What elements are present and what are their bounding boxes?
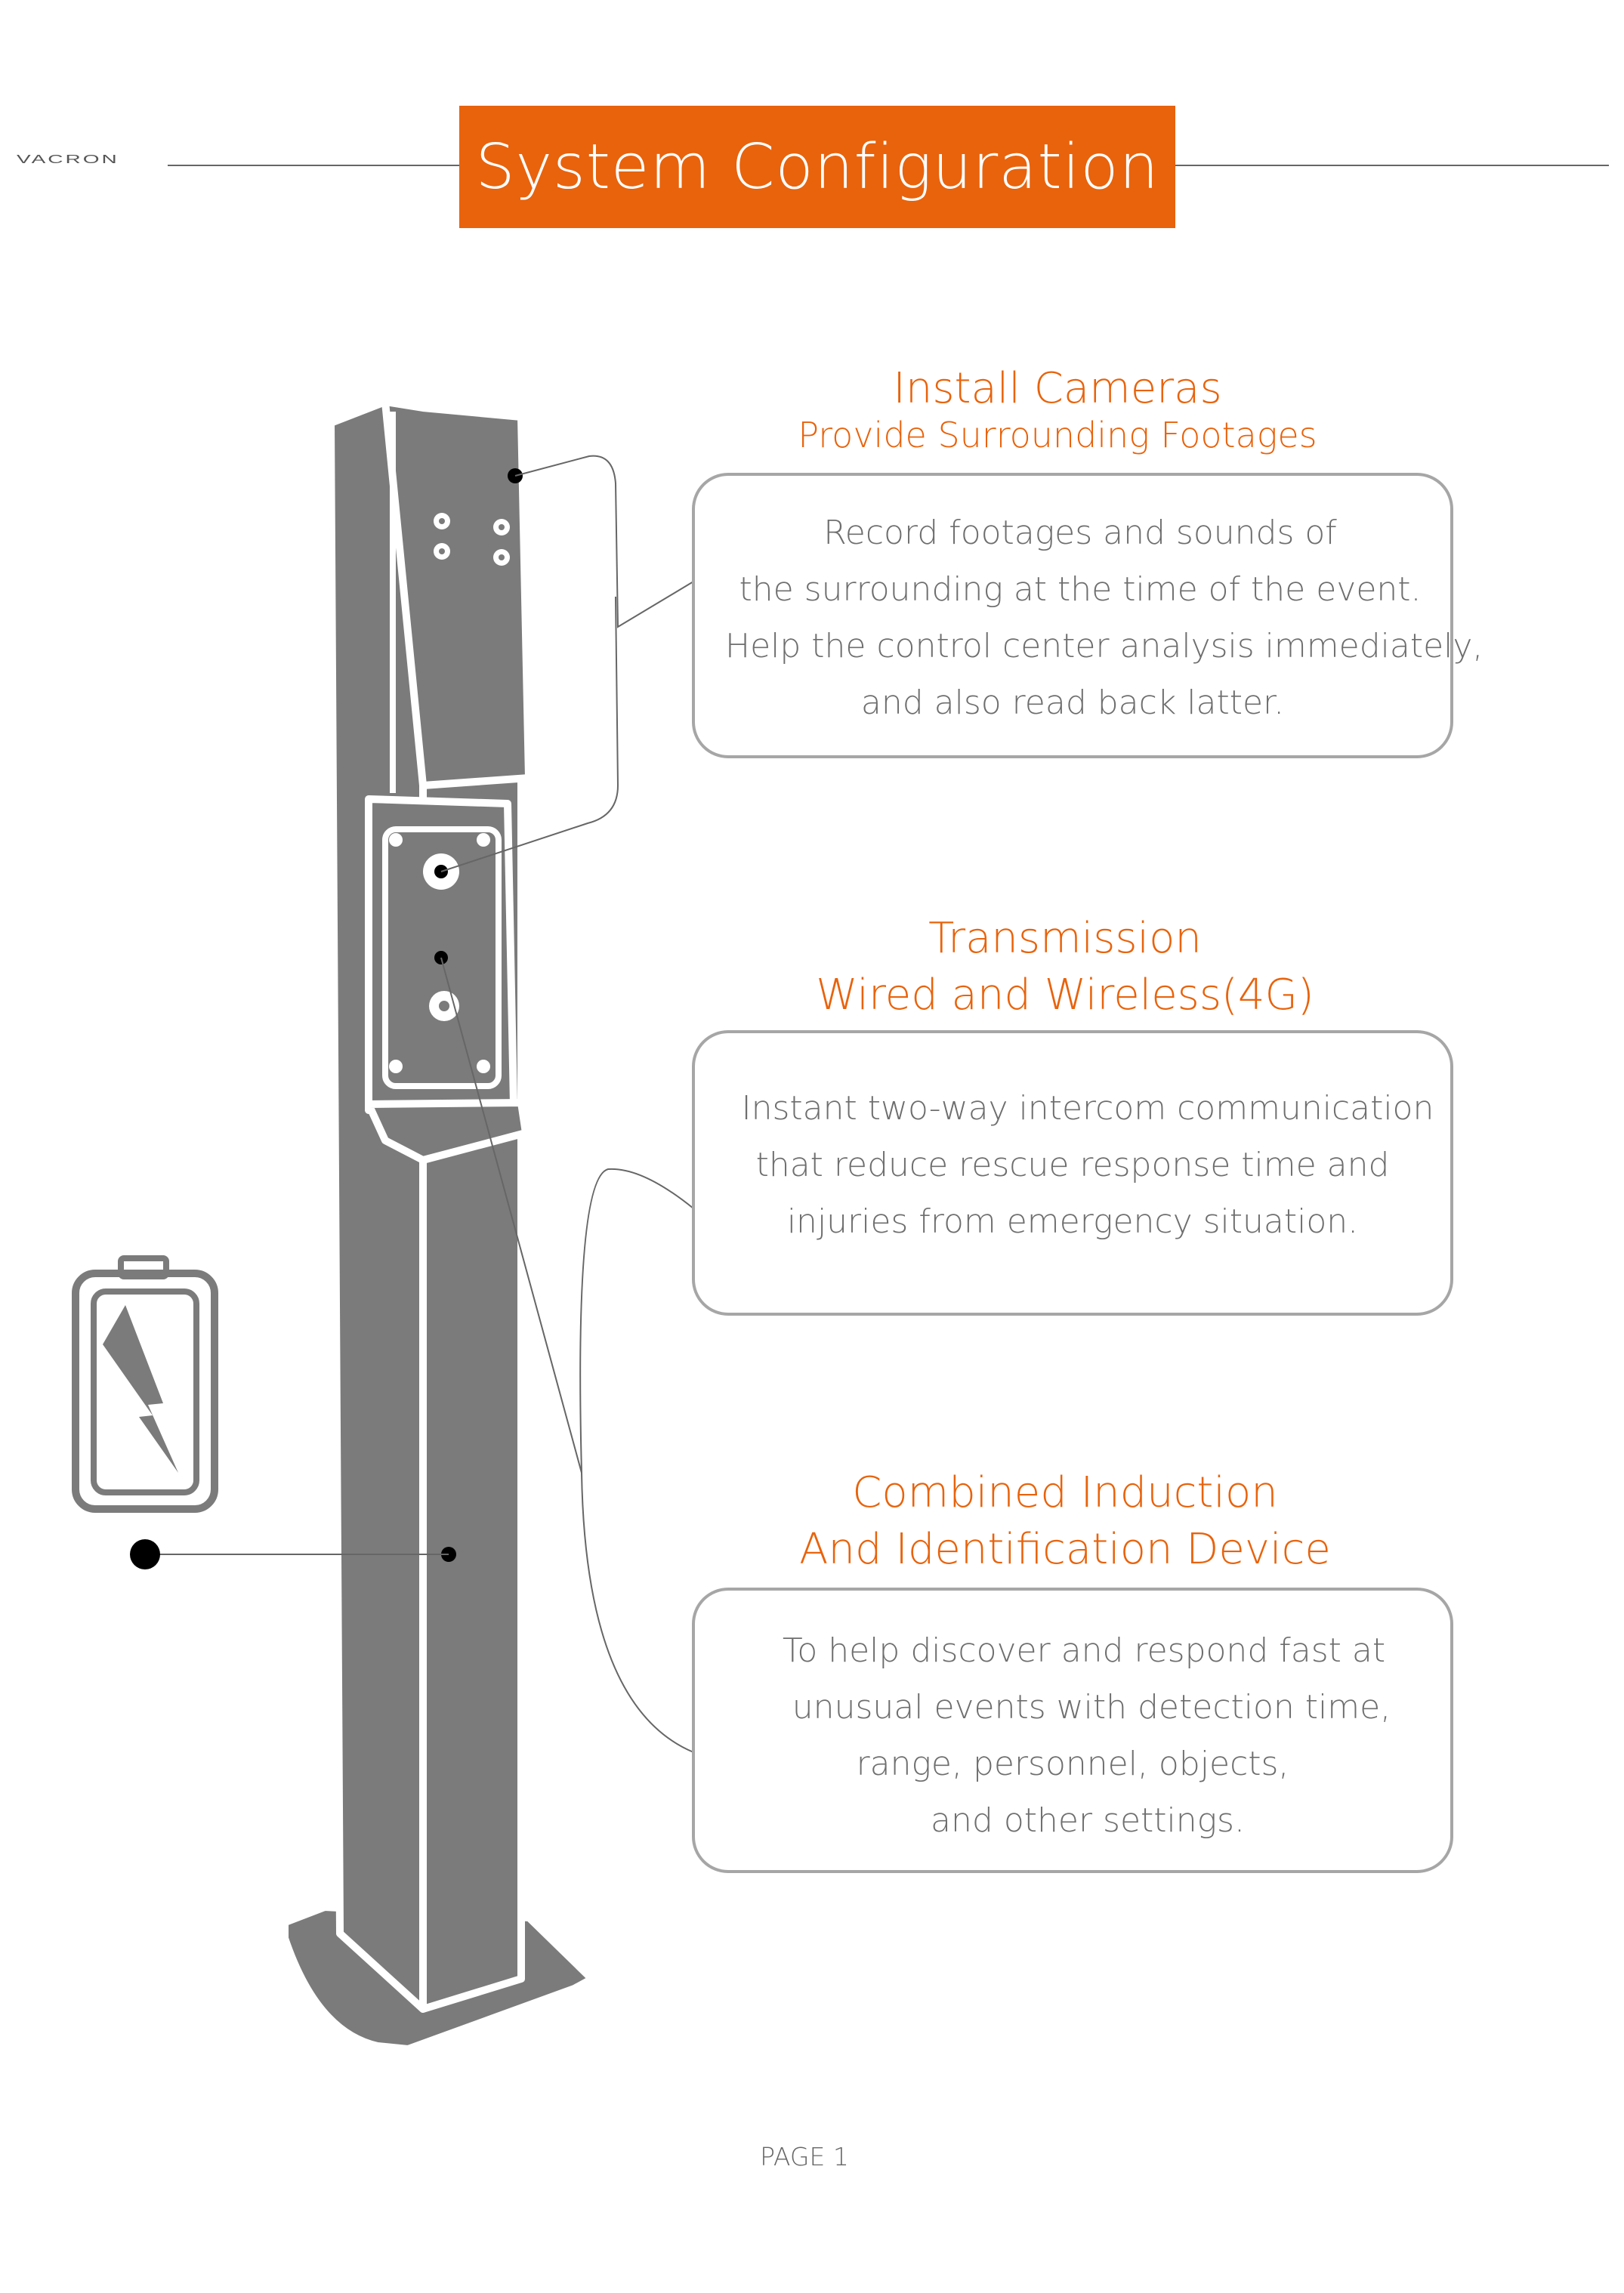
section-induction-box: To help discover and respond fast at unu… (692, 1588, 1453, 1873)
section-install-cameras-box: Record footages and sounds of the surrou… (692, 473, 1484, 758)
section-subheading: Wired and Wireless(4G) (816, 971, 1314, 1020)
box-line: and also read back latter. (860, 684, 1285, 722)
section-induction-title: Combined Induction And Identification De… (770, 1462, 1360, 1580)
section-transmission-box: Instant two-way intercom communication t… (692, 1030, 1453, 1316)
section-transmission-title: Transmission Wired and Wireless(4G) (770, 908, 1360, 1026)
box-line: range, personnel, objects, (856, 1745, 1289, 1783)
box-line: the surrounding at the time of the event… (739, 570, 1422, 609)
pole-camera-head (381, 398, 533, 789)
section-subheading: Provide Surrounding Footages (798, 415, 1317, 456)
camera-lens-dots (434, 513, 510, 566)
box-line: Help the control center analysis immedia… (725, 627, 1484, 665)
box-line: that reduce rescue response time and (755, 1146, 1390, 1184)
section-heading: Combined Induction (852, 1468, 1278, 1517)
box-line: and other settings. (931, 1801, 1245, 1840)
section-heading: Install Cameras (893, 364, 1222, 413)
section-heading: Transmission (928, 914, 1202, 963)
vacron-logo: VACRON (17, 153, 119, 166)
section-subheading: And Identification Device (799, 1525, 1331, 1575)
box-line: To help discover and respond fast at (782, 1631, 1386, 1670)
box-line: Instant two-way intercom communication (741, 1089, 1434, 1128)
page-title: System Configuration (459, 106, 1175, 228)
box-line: unusual events with detection time, (792, 1688, 1391, 1727)
page-number: PAGE 1 (760, 2142, 849, 2171)
box-line: injuries from emergency situation. (786, 1202, 1359, 1241)
section-install-cameras-title: Install Cameras Provide Surrounding Foot… (763, 358, 1352, 461)
box-line: Record footages and sounds of (823, 514, 1337, 552)
